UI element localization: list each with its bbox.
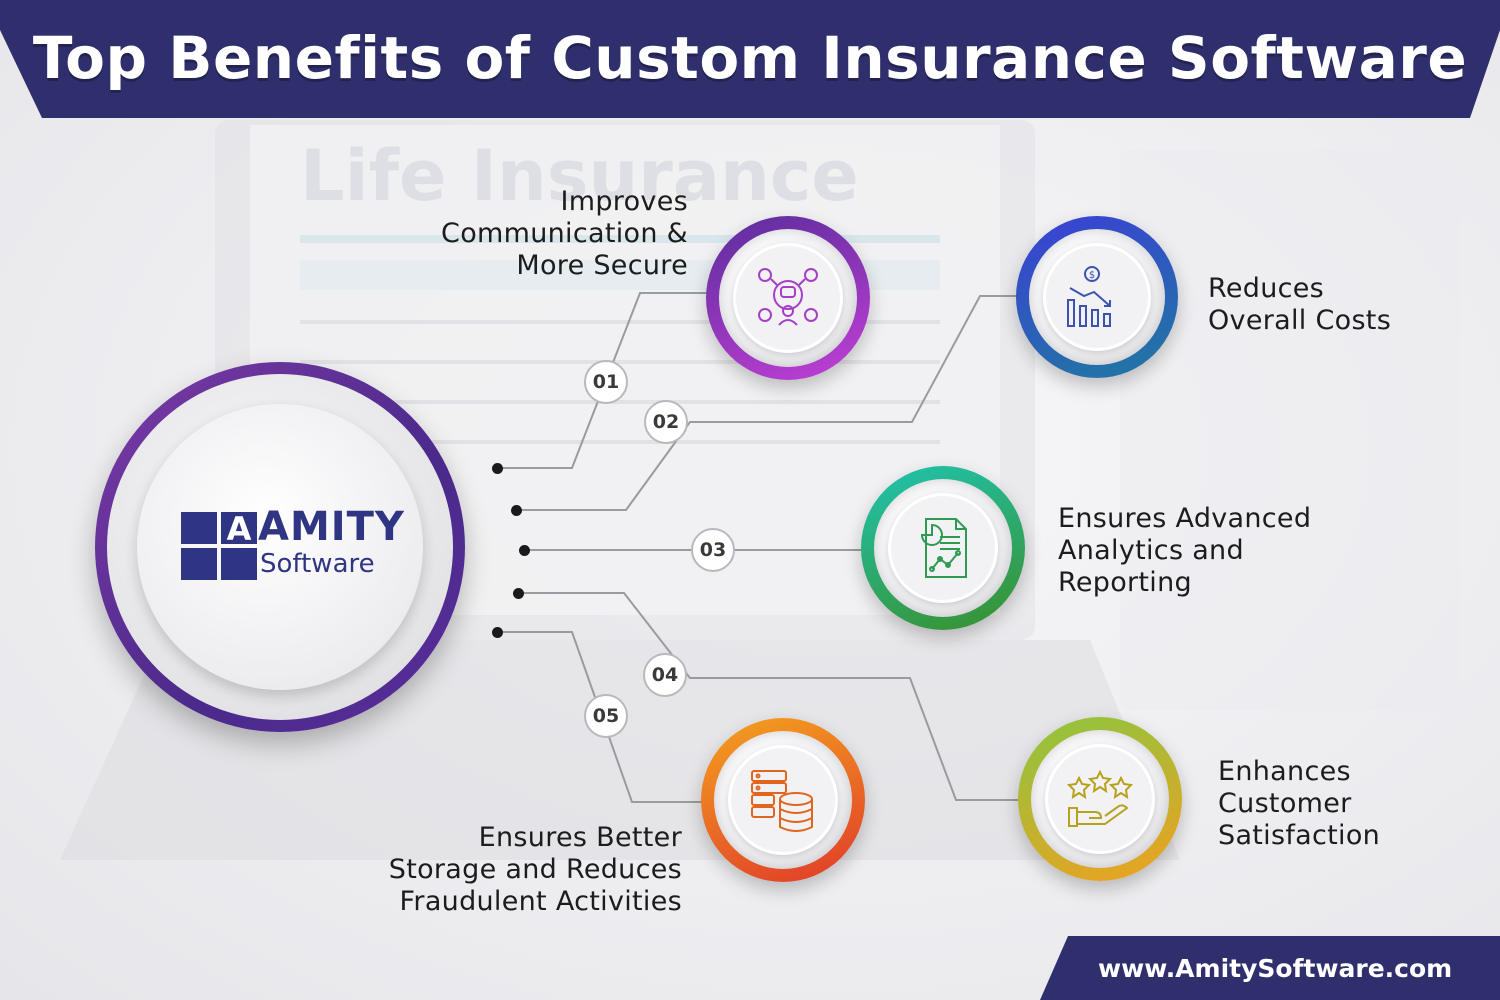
brand-logo-letter: A: [227, 512, 252, 548]
svg-text:Life Insurance: Life Insurance: [300, 135, 859, 217]
benefit-label-line: Communication &: [441, 218, 688, 249]
benefit-label-line: Enhances: [1218, 756, 1351, 787]
benefit-label-line: Customer: [1218, 788, 1352, 819]
benefit-label-05: Ensures Better Storage and Reduces Fraud…: [330, 822, 682, 918]
page-title: Top Benefits of Custom Insurance Softwar…: [32, 24, 1468, 92]
svg-text:$: $: [1089, 270, 1095, 281]
benefit-label-line: Satisfaction: [1218, 820, 1381, 851]
benefit-label-04: Enhances Customer Satisfaction: [1218, 756, 1478, 852]
step-number-04: 04: [643, 653, 687, 697]
benefit-label-line: Ensures Better: [478, 822, 682, 853]
brand-logo-circle: [95, 362, 465, 732]
brand-name: AMITY: [258, 504, 405, 550]
benefit-label-01: Improves Communication & More Secure: [380, 186, 688, 282]
benefit-label-line: Fraudulent Activities: [399, 886, 682, 917]
benefit-label-line: Overall Costs: [1208, 305, 1392, 336]
cost-reduction-chart-icon: $: [1067, 266, 1111, 327]
benefit-circle-05: [701, 718, 865, 882]
benefit-label-line: Reporting: [1058, 567, 1192, 598]
rating-stars-hand-icon: [1066, 769, 1134, 827]
step-number-01: 01: [584, 360, 628, 404]
brand-logo-mark: A: [181, 512, 257, 580]
benefit-circle-01: [706, 216, 870, 380]
benefit-label-line: Reduces: [1208, 273, 1325, 304]
connector-dot: [510, 504, 522, 516]
storage-database-icon: [751, 770, 813, 832]
benefit-label-02: Reduces Overall Costs: [1208, 273, 1488, 337]
benefit-circle-04: [1018, 717, 1182, 881]
connector-02: [516, 295, 1018, 511]
connector-dot: [518, 544, 530, 556]
benefit-label-03: Ensures Advanced Analytics and Reporting: [1058, 503, 1378, 599]
benefit-label-line: Improves: [560, 186, 688, 217]
benefit-circle-02: $: [1016, 216, 1178, 378]
benefit-circle-03: [861, 466, 1025, 630]
brand-subtitle: Software: [260, 549, 375, 579]
footer-banner: [1040, 936, 1500, 1000]
header-banner: [0, 0, 1500, 118]
communication-people-icon: [758, 268, 818, 326]
footer-website-link[interactable]: www.AmitySoftware.com: [1098, 954, 1453, 983]
step-number-02: 02: [644, 400, 688, 444]
step-number-03: 03: [691, 528, 735, 572]
benefit-label-line: Storage and Reduces: [388, 854, 682, 885]
connector-04: [518, 592, 1020, 801]
connector-dot: [512, 587, 524, 599]
benefit-label-line: Analytics and: [1058, 535, 1244, 566]
benefit-label-line: Ensures Advanced: [1058, 503, 1312, 534]
analytics-report-icon: [920, 518, 967, 578]
step-number-05: 05: [584, 694, 628, 738]
benefit-label-line: More Secure: [516, 250, 688, 281]
connector-dot: [491, 626, 503, 638]
connector-dot: [491, 462, 503, 474]
